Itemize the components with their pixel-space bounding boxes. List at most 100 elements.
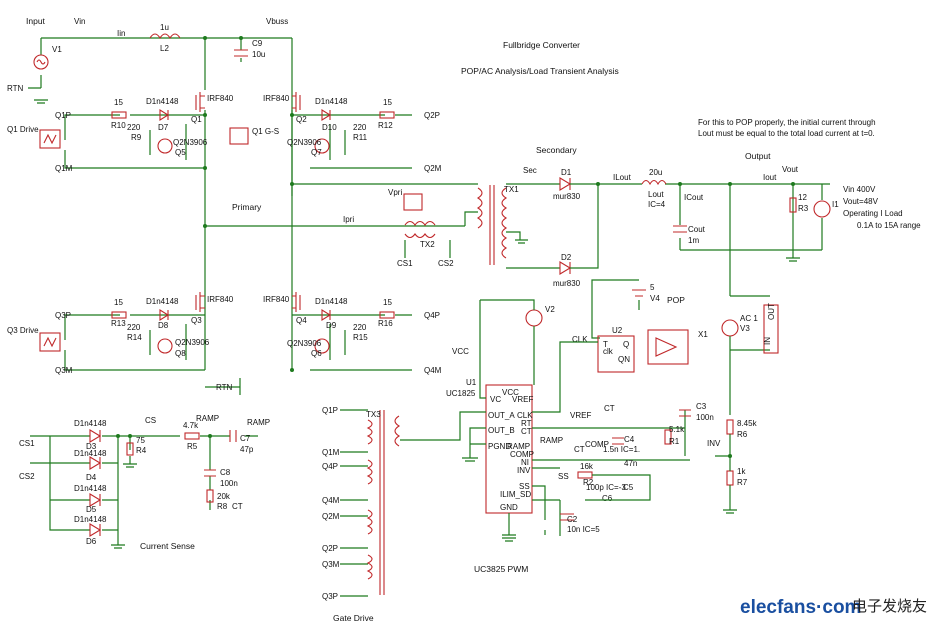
q5-label: Q5 — [175, 148, 186, 157]
c5-value: 100p IC=-3 — [586, 483, 626, 492]
q1-label: Q1 — [191, 115, 202, 124]
net-inv: INV — [707, 439, 721, 448]
net-sec: Sec — [523, 166, 537, 175]
q3-mosfet — [195, 292, 205, 312]
c8-label: C8 — [220, 468, 231, 477]
d3-value: D1n4148 — [74, 419, 107, 428]
net-q4p: Q4P — [424, 311, 440, 320]
divider-wiring — [715, 434, 737, 514]
q2-value: IRF840 — [263, 94, 290, 103]
r5-label: R5 — [187, 442, 198, 451]
d8-label: D8 — [158, 321, 169, 330]
u1-pin-vc: VC — [490, 395, 501, 404]
spec-vin: Vin 400V — [843, 185, 876, 194]
d7-label: D7 — [158, 123, 169, 132]
q6-transistor — [314, 338, 330, 354]
tx1-core — [489, 185, 495, 265]
r2-value: 16k — [580, 462, 594, 471]
r3-resistor — [789, 197, 797, 213]
u2-label: U2 — [612, 326, 623, 335]
r10-label: R10 — [111, 121, 126, 130]
v1-wave — [36, 59, 46, 65]
net-ramp-cs: RAMP — [196, 414, 219, 423]
u2-flipflop — [597, 335, 635, 373]
v1-label: V1 — [52, 45, 62, 54]
c9-value: 10u — [252, 50, 265, 59]
r16-value: 15 — [383, 298, 392, 307]
cout-capacitor — [673, 225, 687, 233]
c5-label: C5 — [623, 483, 634, 492]
d5-value: D1n4148 — [74, 484, 107, 493]
subtitle: POP/AC Analysis/Load Transient Analysis — [461, 66, 619, 76]
c7-label: C7 — [240, 434, 251, 443]
q1-drive-label: Q1 Drive — [7, 125, 39, 134]
v4-battery — [632, 289, 646, 297]
u1-value: UC1825 — [446, 389, 476, 398]
v3-source-symbol — [721, 319, 739, 337]
net-q4m: Q4M — [424, 366, 442, 375]
output-label: Output — [745, 151, 771, 161]
tx1-wiring — [460, 183, 560, 269]
l2-label: L2 — [160, 44, 169, 53]
u1-pin-out-b: OUT_B — [488, 426, 515, 435]
tx3-secondary-windings — [366, 419, 373, 580]
q7-transistor — [314, 138, 330, 154]
r1-label: R1 — [669, 437, 680, 446]
tx1-primary-winding — [476, 187, 483, 229]
net-rtn: RTN — [7, 84, 24, 93]
d9-value: D1n4148 — [315, 297, 348, 306]
u1-pin-ct: CT — [521, 427, 532, 436]
r4-value: 75 — [136, 436, 145, 445]
gate-net-q2m: Q2M — [322, 512, 340, 521]
gate-net-q3p: Q3P — [322, 592, 338, 601]
u1-pin-comp: COMP — [510, 450, 534, 459]
r16-label: R16 — [378, 319, 393, 328]
spec-vout: Vout=48V — [843, 197, 879, 206]
u2-pin-t: T — [603, 340, 608, 349]
c2-value: 10n IC=5 — [567, 525, 600, 534]
spec-range: 0.1A to 15A range — [857, 221, 921, 230]
net-cs1-top: CS1 — [397, 259, 413, 268]
c7-capacitor — [229, 430, 237, 442]
tx1-label: TX1 — [504, 185, 519, 194]
outin-in: IN — [763, 337, 772, 345]
d1-diode — [559, 177, 572, 191]
r12-resistor — [379, 111, 395, 119]
net-ct: CT — [604, 404, 615, 413]
net-vref: VREF — [570, 411, 591, 420]
u1-pin-pgnd: PGND — [488, 442, 511, 451]
d2-diode — [559, 261, 572, 275]
q7-label: Q7 — [311, 148, 322, 157]
vpri-probe — [403, 193, 423, 211]
net-cs2-top: CS2 — [438, 259, 454, 268]
ac-wiring — [729, 295, 770, 415]
q3-drive-source — [39, 332, 61, 352]
net-q3m: Q3M — [55, 366, 73, 375]
tx2-current-transformer — [404, 220, 436, 239]
v1-source-symbol — [33, 54, 49, 70]
q1-gs-probe — [229, 127, 249, 145]
pop-wiring — [591, 279, 640, 339]
q4-value: IRF840 — [263, 295, 290, 304]
i1-label: I1 — [832, 200, 839, 209]
r5-value: 4.7k — [183, 421, 199, 430]
u1-label: U1 — [466, 378, 477, 387]
output-wiring — [570, 183, 830, 296]
r12-value: 15 — [383, 98, 392, 107]
net-ct-cs: CT — [232, 502, 243, 511]
d7-value: D1n4148 — [146, 97, 179, 106]
u1-pin-vcc: VCC — [502, 388, 519, 397]
d4-diode — [89, 456, 102, 470]
tx3-core — [379, 410, 385, 595]
net-q1m: Q1M — [55, 164, 73, 173]
pwm-grounds — [462, 457, 516, 542]
r3-label: R3 — [798, 204, 809, 213]
gate-net-q3m: Q3M — [322, 560, 340, 569]
r9-label: R9 — [131, 133, 142, 142]
q8-value: Q2N3906 — [175, 338, 210, 347]
net-iout: Iout — [763, 173, 777, 182]
r3-value: 12 — [798, 193, 807, 202]
q1-mosfet — [195, 92, 205, 112]
primary-label: Primary — [232, 202, 262, 212]
v3-value: AC 1 — [740, 314, 758, 323]
